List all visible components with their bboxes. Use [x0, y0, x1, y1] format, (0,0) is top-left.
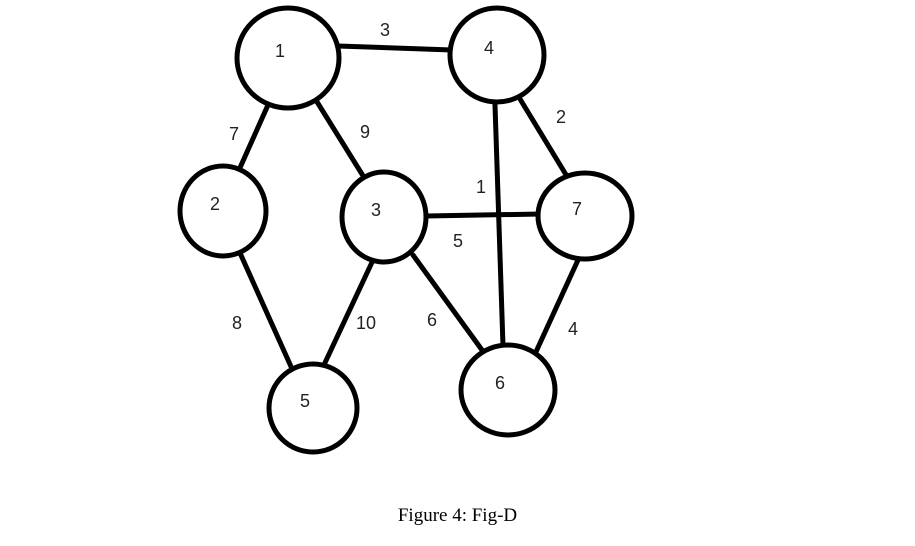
node-7: 7 [535, 170, 635, 262]
node-3: 3 [339, 169, 429, 265]
edge-1-4 [335, 43, 455, 53]
node-label-7: 7 [572, 199, 582, 219]
edge-7-6 [532, 257, 581, 357]
node-circle-1 [234, 5, 342, 111]
node-label-3: 3 [371, 200, 381, 220]
node-2: 2 [177, 163, 269, 259]
edge-weight-4-7: 2 [556, 107, 566, 127]
edge-weight-1-2: 7 [229, 124, 239, 144]
edges-layer [236, 43, 581, 374]
edge-3-7 [423, 211, 544, 219]
edge-4-6 [492, 102, 506, 349]
edge-1-2 [236, 93, 275, 173]
node-5: 5 [266, 361, 360, 455]
node-circle-2 [177, 163, 269, 259]
node-circle-7 [535, 170, 635, 262]
edge-weight-1-3: 9 [360, 122, 370, 142]
edge-weight-4-6: 1 [476, 177, 486, 197]
node-label-6: 6 [495, 373, 505, 393]
edge-3-6 [410, 252, 485, 353]
edge-weight-1-4: 3 [380, 20, 390, 40]
node-1: 1 [234, 5, 342, 111]
node-6: 6 [458, 342, 558, 438]
node-4: 4 [447, 5, 547, 105]
edge-weight-3-6: 6 [427, 310, 437, 330]
edge-4-7 [517, 96, 571, 181]
node-circle-4 [447, 5, 547, 105]
edge-labels-layer: 3 7 9 2 1 5 8 10 6 4 [229, 20, 578, 339]
edge-2-5 [237, 250, 296, 374]
nodes-layer: 1 2 3 4 5 6 7 [177, 5, 635, 455]
edge-weight-3-7: 5 [453, 231, 463, 251]
node-circle-5 [266, 361, 360, 455]
edge-weight-3-5: 10 [356, 313, 376, 333]
node-label-2: 2 [210, 194, 220, 214]
figure-caption: Figure 4: Fig-D [397, 505, 518, 526]
edge-3-5 [320, 255, 377, 370]
edge-weight-7-6: 4 [568, 319, 578, 339]
node-circle-6 [458, 342, 558, 438]
node-label-1: 1 [275, 41, 285, 61]
edge-1-3 [311, 94, 373, 190]
node-label-5: 5 [300, 391, 310, 411]
node-circle-3 [339, 169, 429, 265]
edge-weight-2-5: 8 [232, 313, 242, 333]
node-label-4: 4 [484, 38, 494, 58]
